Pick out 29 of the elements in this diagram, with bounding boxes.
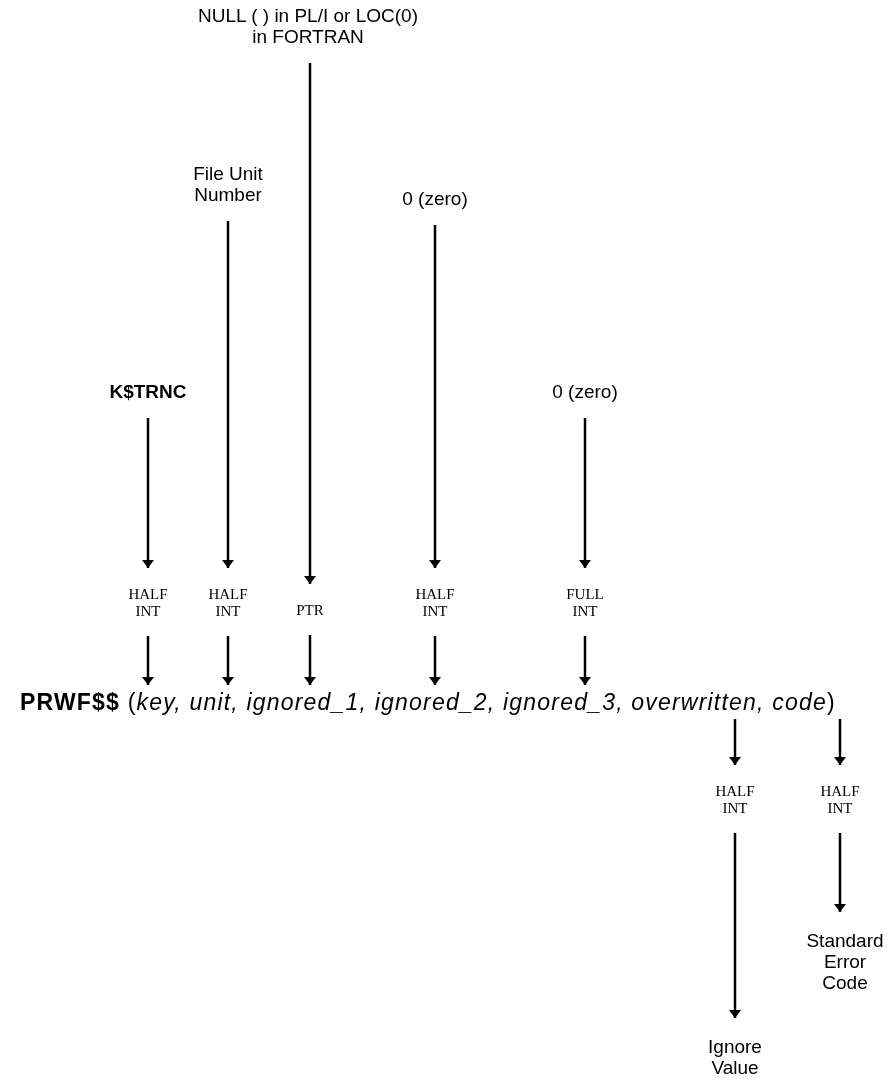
type-label: HALF INT	[198, 586, 258, 620]
arrow	[729, 833, 741, 1018]
arrow	[304, 635, 316, 685]
arrow	[834, 833, 846, 912]
arrow	[142, 636, 154, 685]
type-label: HALF INT	[810, 783, 870, 817]
call-statement: PRWF$$ (key, unit, ignored_1, ignored_2, ignored_3, overwritten, code)	[20, 689, 836, 715]
arrow	[222, 636, 234, 685]
source-label: File Unit Number	[178, 163, 278, 205]
keyword-label: K$TRNC	[98, 381, 198, 402]
arrow	[579, 636, 591, 685]
arrow	[429, 636, 441, 685]
type-label: HALF INT	[405, 586, 465, 620]
source-label: 0 (zero)	[385, 188, 485, 209]
type-label: PTR	[280, 602, 340, 619]
source-label: 0 (zero)	[535, 381, 635, 402]
arrow	[222, 221, 234, 568]
arrow	[142, 418, 154, 568]
arrow	[834, 719, 846, 765]
result-label: Standard Error Code	[803, 930, 887, 993]
type-label: HALF INT	[705, 783, 765, 817]
arrow	[304, 63, 316, 584]
result-label: Ignore Value	[685, 1036, 785, 1078]
arrow	[729, 719, 741, 765]
type-label: HALF INT	[118, 586, 178, 620]
source-label: NULL ( ) in PL/I or LOC(0) in FORTRAN	[193, 5, 423, 47]
arrow	[579, 418, 591, 568]
arrow	[429, 225, 441, 568]
type-label: FULL INT	[555, 586, 615, 620]
